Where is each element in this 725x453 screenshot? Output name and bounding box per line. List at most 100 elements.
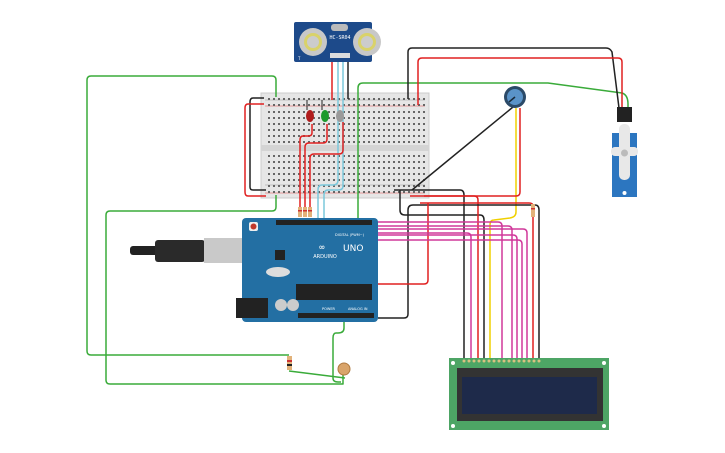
breadboard-hole[interactable] bbox=[313, 117, 315, 119]
led-gray[interactable] bbox=[336, 110, 344, 140]
breadboard-hole[interactable] bbox=[358, 98, 360, 100]
breadboard-hole[interactable] bbox=[403, 155, 405, 157]
breadboard-hole[interactable] bbox=[348, 98, 350, 100]
breadboard-hole[interactable] bbox=[283, 185, 285, 187]
breadboard-hole[interactable] bbox=[273, 129, 275, 131]
breadboard-hole[interactable] bbox=[358, 104, 360, 106]
resistor[interactable] bbox=[298, 207, 302, 217]
breadboard-hole[interactable] bbox=[313, 111, 315, 113]
breadboard-hole[interactable] bbox=[343, 117, 345, 119]
breadboard-hole[interactable] bbox=[268, 191, 270, 193]
breadboard-hole[interactable] bbox=[323, 173, 325, 175]
breadboard-hole[interactable] bbox=[328, 117, 330, 119]
breadboard-hole[interactable] bbox=[413, 155, 415, 157]
breadboard-hole[interactable] bbox=[283, 129, 285, 131]
breadboard-hole[interactable] bbox=[408, 155, 410, 157]
breadboard-hole[interactable] bbox=[323, 135, 325, 137]
breadboard-hole[interactable] bbox=[373, 191, 375, 193]
breadboard-hole[interactable] bbox=[398, 161, 400, 163]
wire-black[interactable] bbox=[249, 97, 266, 191]
breadboard-hole[interactable] bbox=[348, 117, 350, 119]
breadboard-hole[interactable] bbox=[358, 135, 360, 137]
breadboard-hole[interactable] bbox=[378, 98, 380, 100]
wire-red[interactable] bbox=[424, 108, 521, 197]
breadboard-hole[interactable] bbox=[338, 135, 340, 137]
breadboard-hole[interactable] bbox=[343, 111, 345, 113]
breadboard-hole[interactable] bbox=[328, 129, 330, 131]
breadboard-hole[interactable] bbox=[293, 129, 295, 131]
breadboard-hole[interactable] bbox=[348, 123, 350, 125]
breadboard-hole[interactable] bbox=[393, 185, 395, 187]
breadboard-hole[interactable] bbox=[328, 167, 330, 169]
breadboard-hole[interactable] bbox=[408, 161, 410, 163]
breadboard-hole[interactable] bbox=[288, 117, 290, 119]
breadboard-hole[interactable] bbox=[338, 179, 340, 181]
breadboard-hole[interactable] bbox=[283, 167, 285, 169]
breadboard-hole[interactable] bbox=[308, 155, 310, 157]
breadboard-hole[interactable] bbox=[373, 135, 375, 137]
breadboard-hole[interactable] bbox=[363, 185, 365, 187]
breadboard-hole[interactable] bbox=[273, 135, 275, 137]
breadboard-hole[interactable] bbox=[378, 104, 380, 106]
resistor[interactable] bbox=[303, 207, 307, 217]
breadboard-hole[interactable] bbox=[283, 98, 285, 100]
breadboard-hole[interactable] bbox=[338, 104, 340, 106]
breadboard-hole[interactable] bbox=[373, 161, 375, 163]
breadboard-hole[interactable] bbox=[398, 185, 400, 187]
breadboard-hole[interactable] bbox=[278, 117, 280, 119]
breadboard-hole[interactable] bbox=[403, 111, 405, 113]
breadboard-hole[interactable] bbox=[328, 179, 330, 181]
breadboard-hole[interactable] bbox=[283, 104, 285, 106]
wire-magenta[interactable] bbox=[356, 228, 528, 358]
breadboard-hole[interactable] bbox=[273, 104, 275, 106]
breadboard-hole[interactable] bbox=[363, 135, 365, 137]
breadboard-hole[interactable] bbox=[398, 129, 400, 131]
breadboard-hole[interactable] bbox=[318, 161, 320, 163]
wire-black[interactable] bbox=[394, 189, 465, 358]
lcd-pin[interactable] bbox=[517, 359, 521, 363]
lcd-pin[interactable] bbox=[527, 359, 531, 363]
breadboard-hole[interactable] bbox=[278, 161, 280, 163]
breadboard-hole[interactable] bbox=[353, 167, 355, 169]
breadboard-hole[interactable] bbox=[418, 161, 420, 163]
breadboard-hole[interactable] bbox=[318, 111, 320, 113]
breadboard-hole[interactable] bbox=[288, 111, 290, 113]
breadboard-hole[interactable] bbox=[268, 179, 270, 181]
breadboard-hole[interactable] bbox=[348, 161, 350, 163]
breadboard-hole[interactable] bbox=[333, 129, 335, 131]
breadboard-hole[interactable] bbox=[353, 117, 355, 119]
breadboard-hole[interactable] bbox=[403, 167, 405, 169]
breadboard-hole[interactable] bbox=[383, 104, 385, 106]
breadboard-hole[interactable] bbox=[378, 185, 380, 187]
breadboard-hole[interactable] bbox=[373, 129, 375, 131]
breadboard-hole[interactable] bbox=[343, 161, 345, 163]
breadboard-hole[interactable] bbox=[348, 141, 350, 143]
breadboard-hole[interactable] bbox=[398, 123, 400, 125]
breadboard-hole[interactable] bbox=[293, 98, 295, 100]
breadboard-hole[interactable] bbox=[343, 141, 345, 143]
breadboard-hole[interactable] bbox=[288, 98, 290, 100]
breadboard-hole[interactable] bbox=[333, 191, 335, 193]
breadboard-hole[interactable] bbox=[368, 185, 370, 187]
breadboard-hole[interactable] bbox=[308, 185, 310, 187]
breadboard-hole[interactable] bbox=[328, 173, 330, 175]
breadboard-hole[interactable] bbox=[273, 123, 275, 125]
lcd-pin[interactable] bbox=[507, 359, 511, 363]
lcd-pin[interactable] bbox=[497, 359, 501, 363]
breadboard-hole[interactable] bbox=[413, 161, 415, 163]
breadboard-hole[interactable] bbox=[273, 98, 275, 100]
breadboard-hole[interactable] bbox=[268, 135, 270, 137]
breadboard-hole[interactable] bbox=[333, 173, 335, 175]
breadboard-hole[interactable] bbox=[388, 191, 390, 193]
breadboard-hole[interactable] bbox=[358, 173, 360, 175]
breadboard-hole[interactable] bbox=[343, 135, 345, 137]
breadboard-hole[interactable] bbox=[323, 141, 325, 143]
breadboard-hole[interactable] bbox=[318, 129, 320, 131]
lcd-pin[interactable] bbox=[532, 359, 536, 363]
breadboard-hole[interactable] bbox=[303, 123, 305, 125]
breadboard-hole[interactable] bbox=[418, 135, 420, 137]
breadboard-hole[interactable] bbox=[293, 161, 295, 163]
breadboard-hole[interactable] bbox=[333, 167, 335, 169]
breadboard-hole[interactable] bbox=[313, 179, 315, 181]
breadboard-hole[interactable] bbox=[338, 185, 340, 187]
